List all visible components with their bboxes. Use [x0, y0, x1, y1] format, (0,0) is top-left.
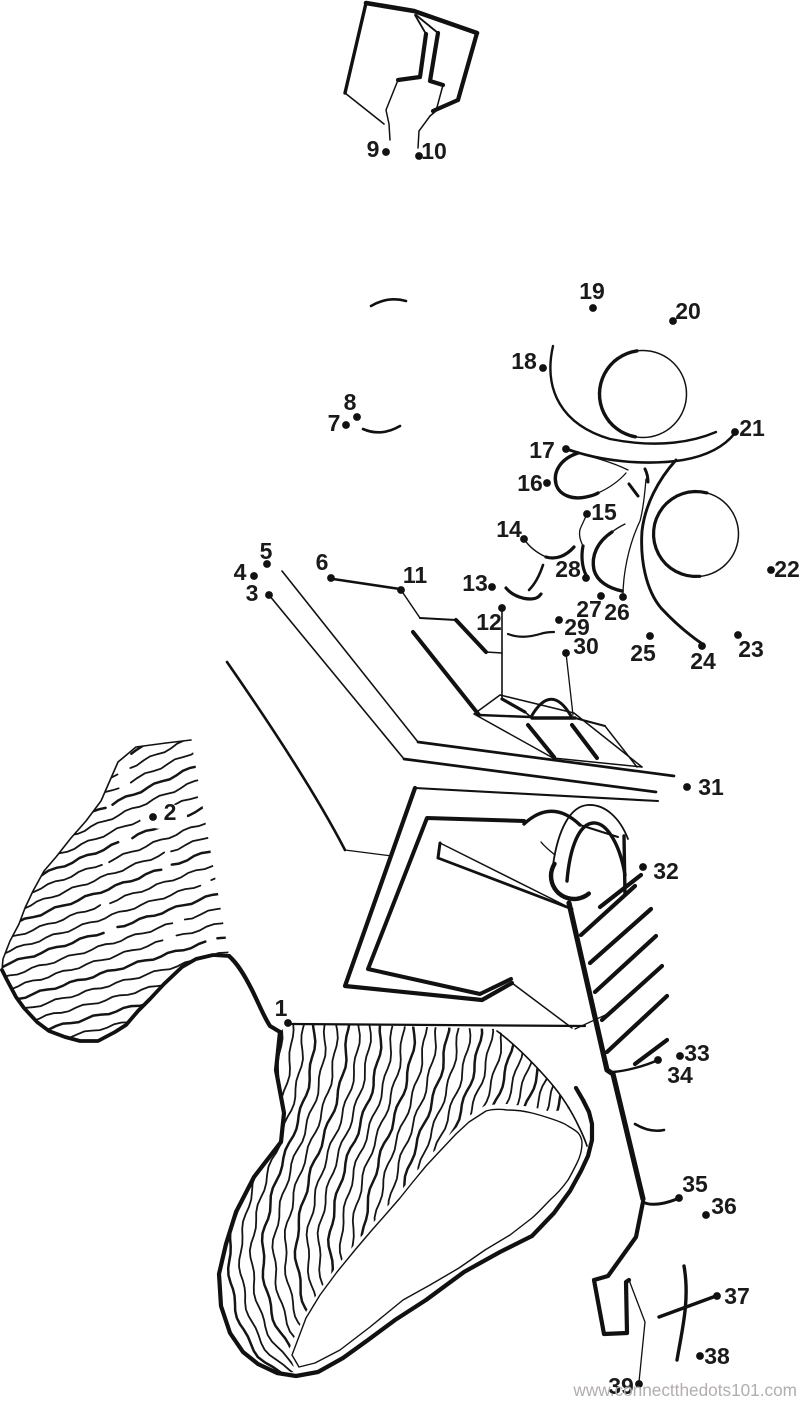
- svg-text:27: 27: [576, 596, 602, 622]
- svg-text:33: 33: [684, 1040, 710, 1066]
- svg-text:8: 8: [344, 389, 357, 415]
- svg-text:11: 11: [403, 562, 428, 588]
- svg-text:2: 2: [164, 799, 177, 825]
- svg-text:39: 39: [608, 1373, 634, 1399]
- svg-text:14: 14: [496, 516, 522, 542]
- svg-text:30: 30: [573, 633, 599, 659]
- svg-text:20: 20: [675, 298, 701, 324]
- svg-text:36: 36: [711, 1193, 737, 1219]
- svg-text:16: 16: [517, 470, 543, 496]
- svg-text:1: 1: [275, 995, 288, 1021]
- svg-text:12: 12: [476, 609, 502, 635]
- svg-text:31: 31: [698, 774, 724, 800]
- svg-text:9: 9: [367, 136, 380, 162]
- svg-text:5: 5: [260, 538, 273, 564]
- svg-text:6: 6: [316, 549, 329, 575]
- svg-text:4: 4: [234, 559, 247, 585]
- svg-text:18: 18: [511, 348, 537, 374]
- svg-text:22: 22: [774, 556, 800, 582]
- svg-text:www.connectthedots101.com: www.connectthedots101.com: [572, 1380, 797, 1400]
- svg-text:35: 35: [682, 1171, 708, 1197]
- svg-text:19: 19: [579, 278, 605, 304]
- svg-text:3: 3: [246, 580, 259, 606]
- svg-text:23: 23: [738, 636, 764, 662]
- svg-text:34: 34: [667, 1062, 693, 1088]
- svg-text:32: 32: [653, 858, 679, 884]
- svg-text:21: 21: [739, 415, 765, 441]
- svg-text:38: 38: [704, 1343, 730, 1369]
- svg-text:26: 26: [604, 599, 630, 625]
- svg-text:29: 29: [564, 614, 590, 640]
- svg-text:28: 28: [555, 556, 581, 582]
- svg-text:37: 37: [724, 1283, 750, 1309]
- svg-text:13: 13: [462, 570, 488, 596]
- svg-text:17: 17: [529, 437, 555, 463]
- svg-text:25: 25: [630, 640, 656, 666]
- svg-text:24: 24: [690, 648, 716, 674]
- svg-text:7: 7: [328, 410, 341, 436]
- svg-text:10: 10: [421, 138, 447, 164]
- svg-text:15: 15: [591, 499, 617, 525]
